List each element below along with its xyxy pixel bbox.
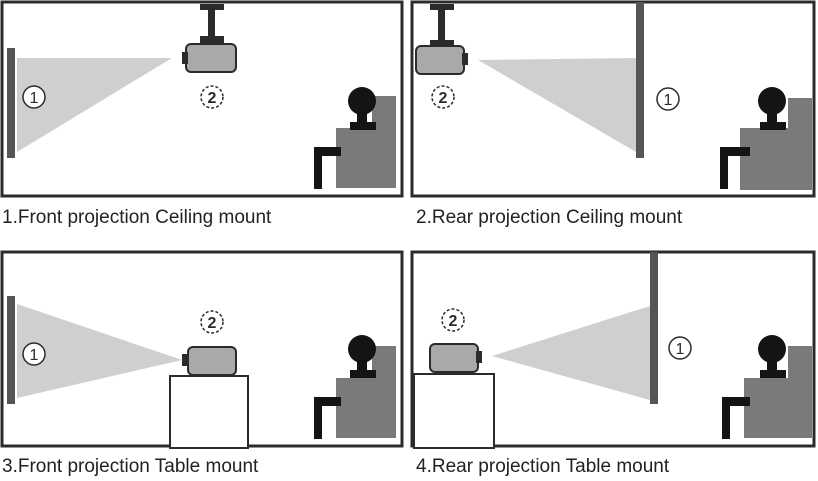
projector-marker-label: 2	[208, 90, 217, 107]
ceiling-mount-pole	[208, 4, 215, 38]
mount-bracket	[430, 40, 454, 48]
projector-marker	[431, 85, 455, 109]
caption-panel-1: 1.Front projection Ceiling mount	[2, 207, 272, 228]
person-torso	[350, 122, 376, 130]
chair-seat	[740, 128, 812, 190]
person-torso	[350, 370, 376, 378]
table	[169, 375, 249, 449]
projection-beam	[17, 304, 182, 398]
projection-beam	[478, 58, 636, 152]
projector-lens	[476, 351, 482, 363]
chair-seat	[744, 378, 812, 438]
person-legs	[314, 397, 341, 439]
projector-marker	[200, 310, 224, 334]
ceiling-mount-pole	[438, 4, 445, 42]
mount-bracket	[200, 36, 224, 44]
screen-marker-label: 1	[664, 92, 673, 109]
table	[413, 373, 495, 449]
panel-rear-table: 2 1	[410, 250, 818, 450]
viewer	[720, 87, 812, 190]
projector-marker-label: 2	[449, 313, 458, 330]
screen	[650, 252, 658, 404]
person-torso	[760, 122, 786, 130]
screen-marker	[22, 342, 46, 366]
ceiling-mount-plate	[430, 4, 454, 10]
caption-panel-2: 2.Rear projection Ceiling mount	[416, 207, 683, 228]
projector	[187, 346, 237, 376]
screen	[7, 48, 15, 158]
panel-front-ceiling: 1 2	[0, 0, 406, 200]
screen-marker-label: 1	[676, 341, 685, 358]
projector-lens	[462, 53, 468, 65]
person-head	[348, 87, 376, 115]
person-legs	[720, 147, 750, 189]
projector	[415, 45, 465, 75]
person-torso	[760, 370, 786, 378]
chair-seat	[336, 128, 396, 188]
person-neck	[767, 361, 777, 371]
projector-marker-label: 2	[439, 90, 448, 107]
screen-marker-label: 1	[30, 347, 39, 364]
projector-marker	[200, 85, 224, 109]
screen-marker-label: 1	[30, 90, 39, 107]
projector-lens	[182, 52, 188, 64]
projector-marker-label: 2	[208, 315, 217, 332]
person-head	[758, 335, 786, 363]
projection-beam	[492, 306, 650, 400]
projector-lens	[182, 354, 188, 366]
person-neck	[767, 113, 777, 123]
viewer	[314, 87, 396, 189]
caption-panel-3: 3.Front projection Table mount	[2, 456, 259, 477]
person-neck	[357, 113, 367, 123]
caption-panel-4: 4.Rear projection Table mount	[416, 456, 670, 477]
screen-marker	[22, 85, 46, 109]
person-neck	[357, 361, 367, 371]
screen-marker	[656, 87, 680, 111]
screen-marker	[668, 336, 692, 360]
panel-front-table: 1 2	[0, 250, 406, 450]
person-head	[758, 87, 786, 115]
viewer	[722, 335, 812, 439]
ceiling-mount-plate	[200, 4, 224, 10]
projector	[185, 43, 237, 73]
projector	[429, 343, 479, 373]
viewer	[314, 335, 396, 439]
screen	[636, 2, 644, 158]
projector-marker	[441, 308, 465, 332]
person-legs	[722, 397, 750, 439]
chair-seat	[336, 378, 396, 438]
screen	[7, 296, 15, 404]
panel-rear-ceiling: 2 1	[410, 0, 818, 200]
person-head	[348, 335, 376, 363]
projection-beam	[17, 58, 172, 152]
person-legs	[314, 147, 341, 189]
